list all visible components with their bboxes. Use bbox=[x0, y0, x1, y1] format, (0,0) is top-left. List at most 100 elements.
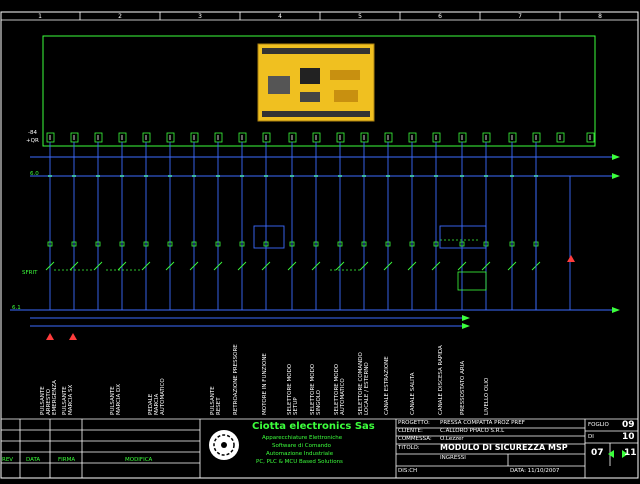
terminal bbox=[166, 132, 175, 143]
input-label: SELETTORE COMANDO LOCALE / ESTERNO bbox=[358, 352, 370, 415]
sensor-box bbox=[457, 271, 487, 291]
contact bbox=[191, 241, 197, 247]
next-page-number[interactable]: 11 bbox=[624, 448, 637, 458]
date-header: DATA bbox=[26, 457, 41, 463]
contact bbox=[71, 241, 77, 247]
input-label: SELETTORE MODO AUTOMATICO bbox=[334, 363, 346, 415]
contact bbox=[313, 241, 319, 247]
contact bbox=[409, 241, 415, 247]
project-value: PRESSA COMPATTA PROZ PREF bbox=[440, 420, 525, 426]
contact bbox=[459, 241, 465, 247]
column-number: 2 bbox=[118, 13, 122, 20]
drawing-ref: DIS:CH bbox=[398, 468, 418, 474]
switch-contact bbox=[45, 261, 55, 271]
input-label: PEDALE MARCIA AUTOMATICO bbox=[148, 378, 166, 415]
switch-contact bbox=[165, 261, 175, 271]
right-arrows bbox=[462, 154, 620, 329]
total-sheets: 10 bbox=[622, 432, 635, 442]
modification-header: MODIFICA bbox=[125, 457, 153, 463]
client-key: CLIENTE: bbox=[398, 428, 423, 434]
contact bbox=[119, 241, 125, 247]
switch-contact bbox=[457, 261, 467, 271]
of-label: DI bbox=[588, 434, 594, 440]
terminal-row bbox=[46, 132, 595, 143]
terminal bbox=[118, 132, 127, 143]
terminal bbox=[190, 132, 199, 143]
terminal bbox=[408, 132, 417, 143]
terminal bbox=[432, 132, 441, 143]
switch-contact bbox=[407, 261, 417, 271]
title-key: TITOLO: bbox=[398, 445, 420, 451]
subtitle: INGRESSI bbox=[440, 455, 466, 461]
switch-contact bbox=[431, 261, 441, 271]
switch-contact bbox=[481, 261, 491, 271]
switch-contact bbox=[69, 261, 79, 271]
prev-page-number[interactable]: 07 bbox=[591, 448, 604, 458]
relay-box bbox=[253, 225, 285, 249]
input-label: SELETTORE MODO SINGOLO bbox=[310, 363, 322, 415]
terminal bbox=[288, 132, 297, 143]
title-value: MODULO DI SICUREZZA MSP bbox=[440, 443, 568, 452]
column-number: 1 bbox=[38, 13, 42, 20]
terminal bbox=[336, 132, 345, 143]
module-outline bbox=[42, 35, 596, 147]
order-key: COMMESSA: bbox=[398, 436, 432, 442]
relay-box bbox=[439, 225, 487, 249]
switch-contact bbox=[237, 261, 247, 271]
input-label: PRESSOSTATO ARIA bbox=[460, 360, 466, 415]
contact bbox=[215, 241, 221, 247]
service-line: PC, PLC & MCU Based Solutions bbox=[256, 459, 343, 465]
terminal bbox=[532, 132, 541, 143]
drawing-date: DATA: 11/10/2007 bbox=[510, 468, 560, 474]
terminal bbox=[312, 132, 321, 143]
column-number: 3 bbox=[198, 13, 202, 20]
rev-header: REV bbox=[2, 457, 14, 463]
bus-row-label: SFRIT bbox=[22, 270, 38, 276]
terminal bbox=[94, 132, 103, 143]
contact bbox=[361, 241, 367, 247]
terminal bbox=[142, 132, 151, 143]
switch-contact bbox=[287, 261, 297, 271]
company-name: Ciotta electronics Sas bbox=[252, 421, 375, 432]
service-line: Automazione Industriale bbox=[266, 451, 334, 457]
column-number: 8 bbox=[598, 13, 602, 20]
terminal bbox=[262, 132, 271, 143]
terminal bbox=[238, 132, 247, 143]
column-number: 4 bbox=[278, 13, 282, 20]
switch-contact bbox=[383, 261, 393, 271]
contact bbox=[167, 241, 173, 247]
signature-header: FIRMA bbox=[58, 457, 76, 463]
switch-contact bbox=[117, 261, 127, 271]
terminal bbox=[586, 132, 595, 143]
service-line: Apparecchiature Elettroniche bbox=[262, 435, 343, 441]
column-number: 7 bbox=[518, 13, 522, 20]
contact bbox=[337, 241, 343, 247]
column-number: 5 bbox=[358, 13, 362, 20]
msp-board-picture bbox=[257, 43, 375, 122]
contact bbox=[289, 241, 295, 247]
contact bbox=[385, 241, 391, 247]
terminal bbox=[70, 132, 79, 143]
input-label: LIVELLO OLIO bbox=[484, 377, 490, 415]
bus-row-label: 6.1 bbox=[12, 305, 21, 311]
input-bus-lines bbox=[10, 156, 618, 327]
input-label: RETROAZIONE PRESSORE bbox=[233, 344, 239, 415]
switch-contact bbox=[359, 261, 369, 271]
contact bbox=[143, 241, 149, 247]
terminal bbox=[46, 132, 55, 143]
terminal bbox=[508, 132, 517, 143]
input-label: CANALE DISCESA RAPIDA bbox=[438, 345, 444, 415]
input-label: PULSANTE ARRESTO EMERGENZA bbox=[40, 380, 58, 415]
input-label: PULSANTE MARCIA DX bbox=[110, 383, 122, 415]
bus-row-label: 6.0 bbox=[30, 171, 39, 177]
contact bbox=[95, 241, 101, 247]
column-dividers bbox=[79, 12, 561, 20]
terminal bbox=[360, 132, 369, 143]
company-logo bbox=[209, 430, 239, 460]
contact bbox=[239, 241, 245, 247]
switch-contact bbox=[335, 261, 345, 271]
switch-contact bbox=[141, 261, 151, 271]
column-number: 6 bbox=[438, 13, 442, 20]
terminal bbox=[556, 132, 565, 143]
